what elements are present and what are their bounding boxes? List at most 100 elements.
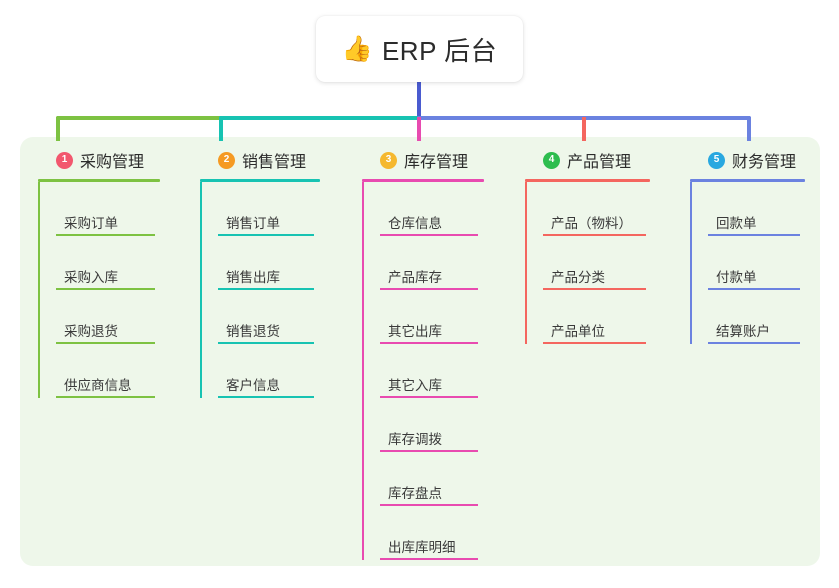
menu-item-underline xyxy=(380,558,478,560)
menu-item-label: 其它入库 xyxy=(388,378,442,393)
column-title: 财务管理 xyxy=(732,154,797,171)
badge-number-icon: 4 xyxy=(543,151,560,169)
menu-item-underline xyxy=(380,342,478,344)
menu-item[interactable]: 仓库信息 xyxy=(380,182,484,236)
menu-item-underline xyxy=(56,234,155,236)
menu-item-underline xyxy=(218,234,314,236)
menu-item-label: 产品单位 xyxy=(551,324,605,339)
column-header-underline xyxy=(525,179,650,182)
menu-item-label: 采购退货 xyxy=(64,324,118,339)
column-title: 销售管理 xyxy=(242,154,307,171)
menu-item[interactable]: 销售退货 xyxy=(218,290,320,344)
menu-item[interactable]: 产品库存 xyxy=(380,236,484,290)
menu-item-underline xyxy=(56,288,155,290)
column-财务管理: 5 财务管理回款单付款单结算账户 xyxy=(690,147,805,344)
menu-item[interactable]: 其它入库 xyxy=(380,344,484,398)
column-销售管理: 2 销售管理销售订单销售出库销售退货客户信息 xyxy=(200,147,320,398)
menu-item-label: 库存调拨 xyxy=(388,432,442,447)
column-header-underline xyxy=(38,179,160,182)
badge-number-icon: 3 xyxy=(380,151,397,169)
column-item-list: 产品（物料） 产品分类产品单位 xyxy=(525,182,650,344)
menu-item-label: 出库库明细 xyxy=(388,540,456,555)
menu-item-underline xyxy=(380,396,478,398)
menu-item[interactable]: 出库库明细 xyxy=(380,506,484,560)
menu-item-label: 销售退货 xyxy=(226,324,280,339)
column-title: 采购管理 xyxy=(80,154,145,171)
root-title: ERP 后台 xyxy=(381,35,498,66)
menu-item-label: 库存盘点 xyxy=(388,486,442,501)
menu-item[interactable]: 付款单 xyxy=(708,236,805,290)
menu-item-label: 付款单 xyxy=(716,270,757,285)
branch-spine xyxy=(690,182,692,344)
menu-item-underline xyxy=(708,288,800,290)
menu-item-underline xyxy=(543,234,646,236)
menu-item[interactable]: 库存调拨 xyxy=(380,398,484,452)
column-item-list: 销售订单销售出库销售退货客户信息 xyxy=(200,182,320,398)
column-header-销售管理[interactable]: 2 销售管理 xyxy=(200,147,320,173)
menu-item-label: 供应商信息 xyxy=(64,378,132,393)
menu-item-label: 采购订单 xyxy=(64,216,118,231)
column-header-underline xyxy=(200,179,320,182)
menu-item-label: 产品库存 xyxy=(388,270,442,285)
branch-spine xyxy=(200,182,202,398)
menu-item[interactable]: 客户信息 xyxy=(218,344,320,398)
menu-item[interactable]: 采购退货 xyxy=(56,290,160,344)
column-header-采购管理[interactable]: 1 采购管理 xyxy=(38,147,160,173)
menu-item-label: 回款单 xyxy=(716,216,757,231)
column-header-库存管理[interactable]: 3 库存管理 xyxy=(362,147,484,173)
branch-spine xyxy=(362,182,364,560)
menu-item[interactable]: 销售订单 xyxy=(218,182,320,236)
menu-item-underline xyxy=(218,342,314,344)
root-node-content: 👍 ERP 后台 xyxy=(342,31,497,68)
badge-number-icon: 2 xyxy=(218,151,235,169)
menu-item[interactable]: 结算账户 xyxy=(708,290,805,344)
menu-item[interactable]: 其它出库 xyxy=(380,290,484,344)
menu-item[interactable]: 回款单 xyxy=(708,182,805,236)
branch-spine xyxy=(525,182,527,344)
column-item-list: 回款单付款单结算账户 xyxy=(690,182,805,344)
menu-item-underline xyxy=(56,396,155,398)
column-采购管理: 1 采购管理采购订单采购入库采购退货供应商信息 xyxy=(38,147,160,398)
menu-item-underline xyxy=(708,234,800,236)
menu-item[interactable]: 采购订单 xyxy=(56,182,160,236)
column-header-underline xyxy=(362,179,484,182)
menu-item-underline xyxy=(218,396,314,398)
menu-item-underline xyxy=(380,450,478,452)
menu-item-label: 仓库信息 xyxy=(388,216,442,231)
menu-item-label: 结算账户 xyxy=(716,324,770,339)
column-header-财务管理[interactable]: 5 财务管理 xyxy=(690,147,805,173)
badge-number-icon: 5 xyxy=(708,151,725,169)
thumbs-up-icon: 👍 xyxy=(341,34,373,63)
menu-item-label: 客户信息 xyxy=(226,378,280,393)
menu-item-label: 销售订单 xyxy=(226,216,280,231)
root-node[interactable]: 👍 ERP 后台 xyxy=(316,16,523,82)
menu-item-underline xyxy=(380,288,478,290)
menu-item[interactable]: 产品单位 xyxy=(543,290,650,344)
menu-item-underline xyxy=(218,288,314,290)
menu-item-label: 其它出库 xyxy=(388,324,442,339)
menu-item[interactable]: 采购入库 xyxy=(56,236,160,290)
menu-item-underline xyxy=(708,342,800,344)
column-库存管理: 3 库存管理仓库信息产品库存其它出库其它入库库存调拨库存盘点出库库明细 xyxy=(362,147,484,560)
menu-item[interactable]: 供应商信息 xyxy=(56,344,160,398)
column-title: 库存管理 xyxy=(404,154,469,171)
menu-item-underline xyxy=(56,342,155,344)
menu-item[interactable]: 销售出库 xyxy=(218,236,320,290)
menu-item-underline xyxy=(380,504,478,506)
menu-item[interactable]: 库存盘点 xyxy=(380,452,484,506)
column-item-list: 仓库信息产品库存其它出库其它入库库存调拨库存盘点出库库明细 xyxy=(362,182,484,560)
menu-item[interactable]: 产品分类 xyxy=(543,236,650,290)
column-header-underline xyxy=(690,179,805,182)
menu-item-underline xyxy=(543,342,646,344)
menu-item-label: 采购入库 xyxy=(64,270,118,285)
branch-spine xyxy=(38,182,40,398)
badge-number-icon: 1 xyxy=(56,151,73,169)
menu-item-label: 销售出库 xyxy=(226,270,280,285)
menu-item[interactable]: 产品（物料） xyxy=(543,182,650,236)
menu-item-label: 产品分类 xyxy=(551,270,605,285)
diagram-background-panel xyxy=(20,137,820,566)
